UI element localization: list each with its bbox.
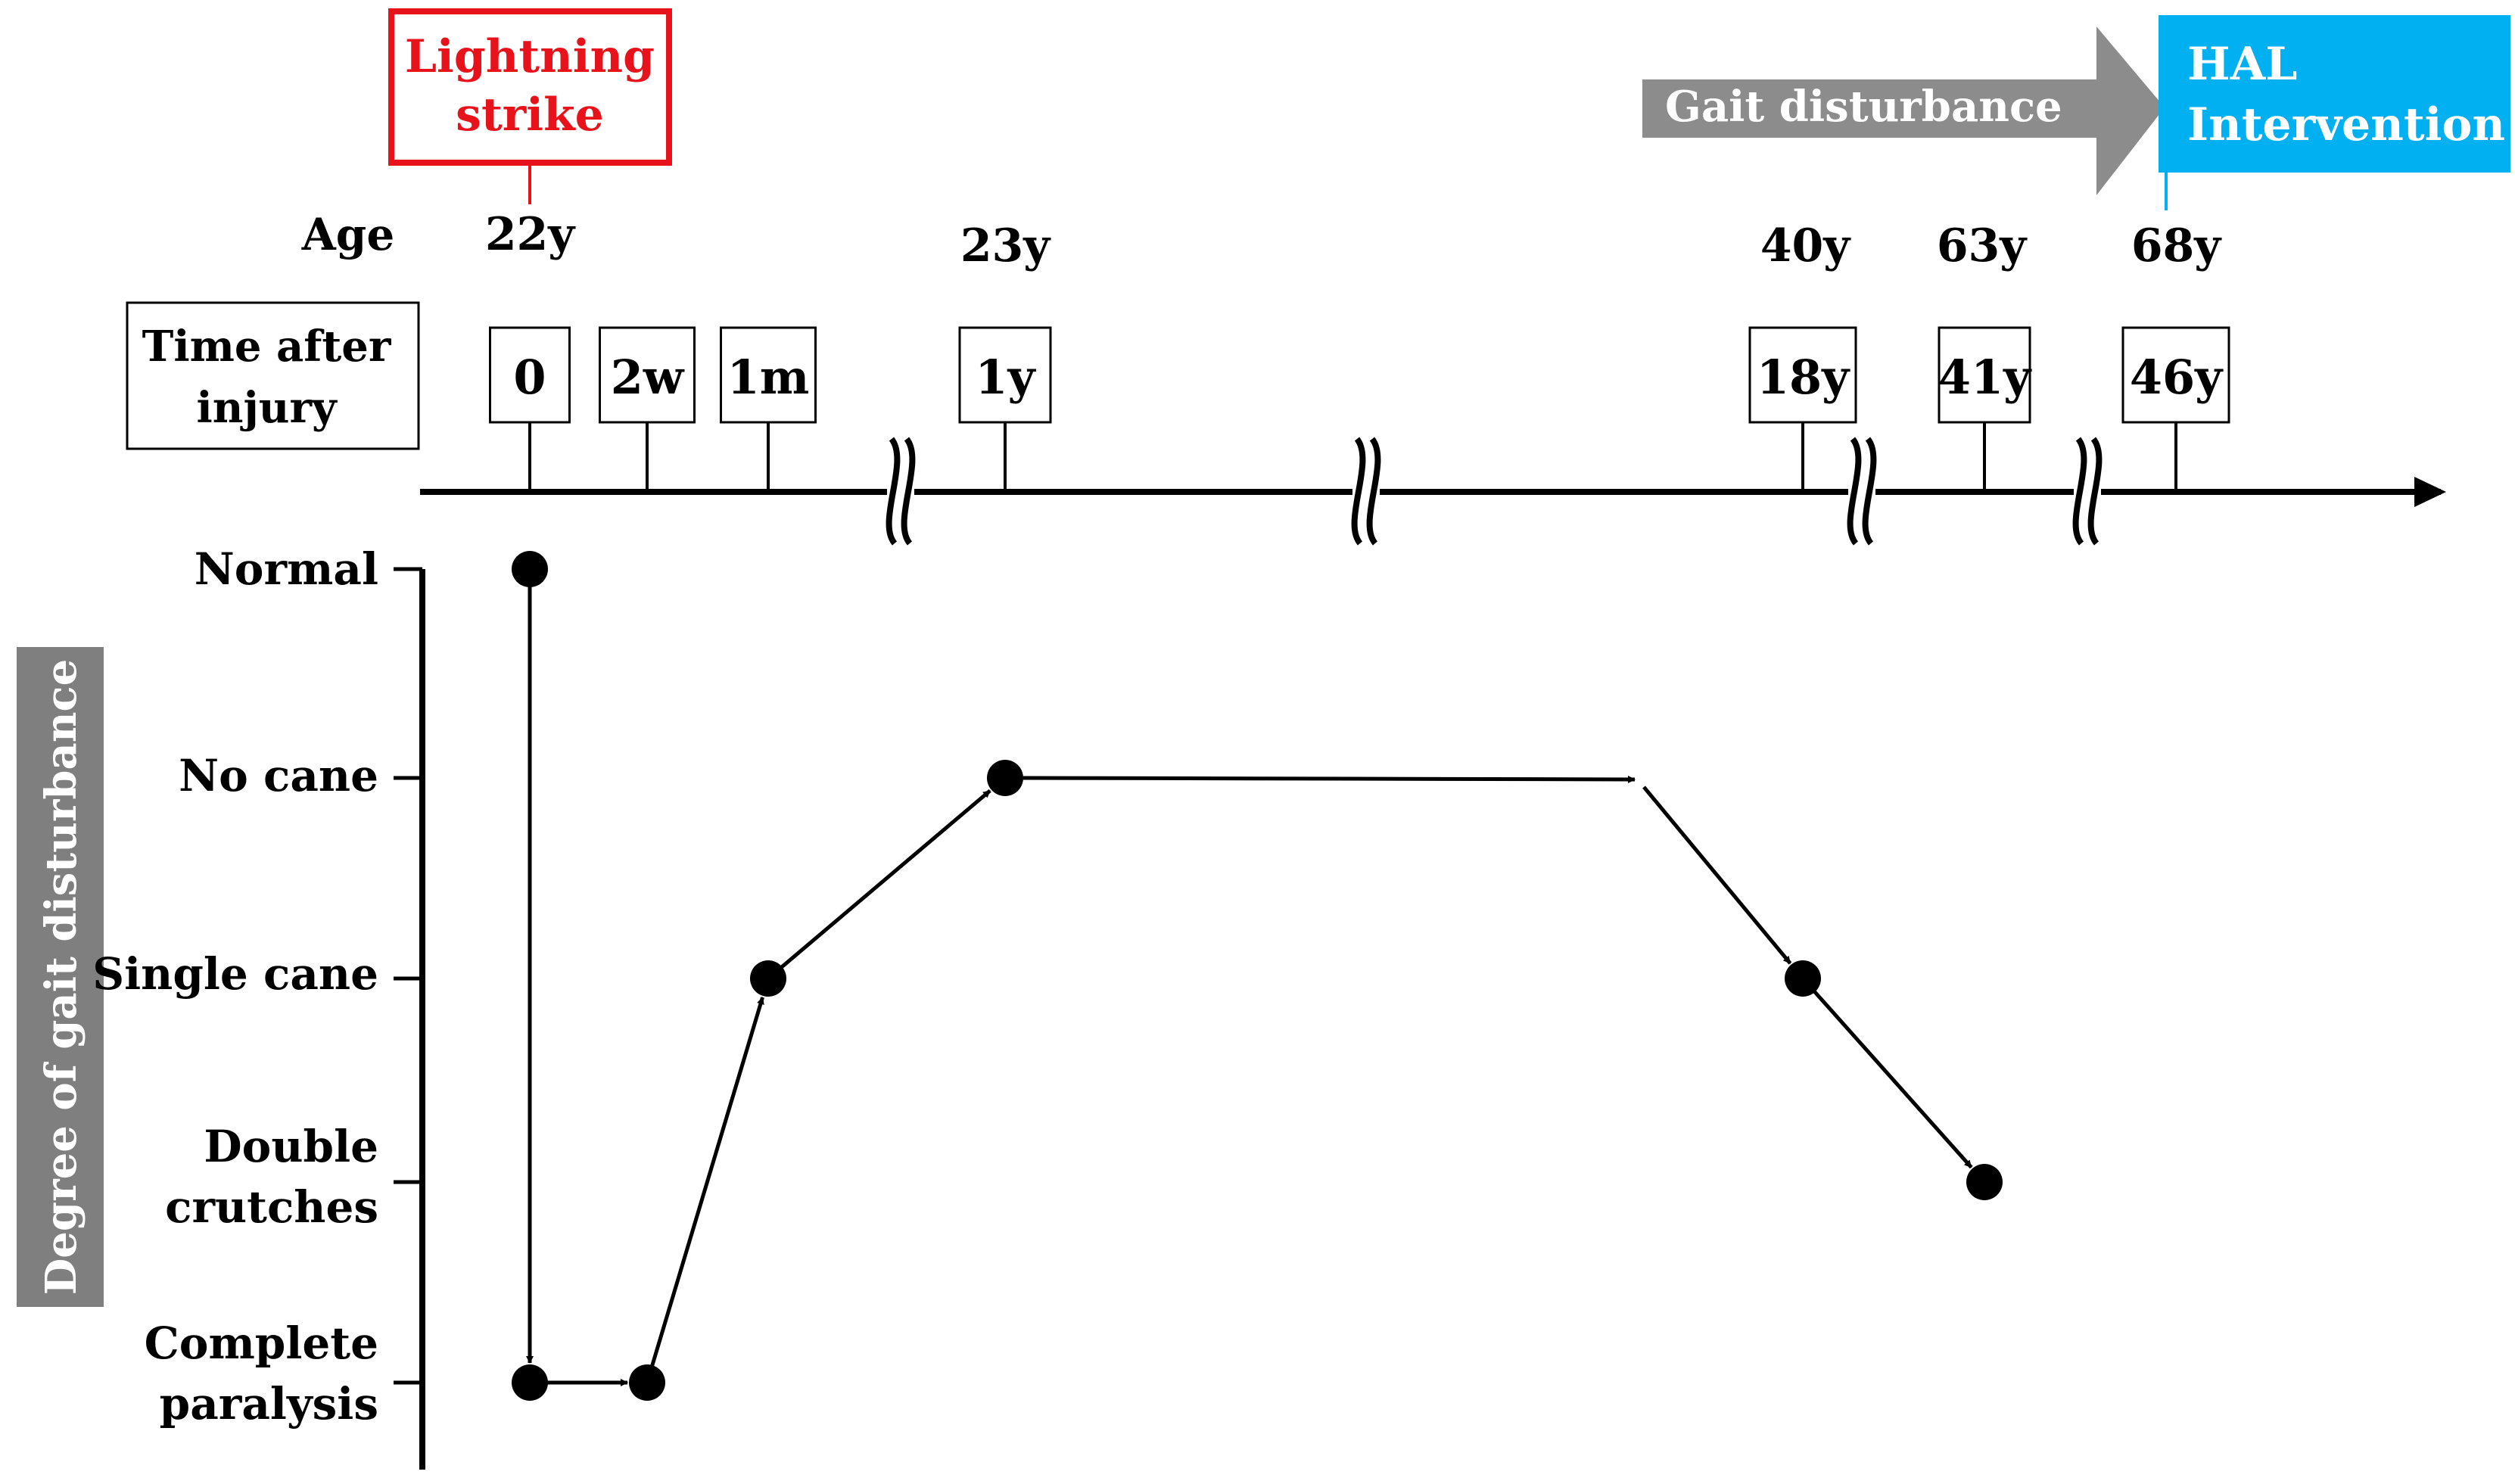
series-point — [629, 1364, 665, 1401]
series-segment — [648, 996, 764, 1373]
series-point — [750, 960, 786, 997]
hal-label-line1: HAL — [2187, 38, 2297, 91]
timepoint-0: 0 — [489, 326, 571, 492]
series-point — [512, 1364, 548, 1401]
series-segment — [1642, 786, 1792, 965]
y-level-label: crutches — [165, 1181, 378, 1233]
series-point — [1966, 1164, 2003, 1200]
timepoint-label: 2w — [611, 350, 685, 405]
timepoint-label: 18y — [1757, 350, 1850, 405]
axis-break-stroke — [886, 437, 901, 546]
age-row-label: Age — [301, 209, 394, 260]
timepoint-18y: 18y — [1748, 326, 1857, 492]
y-axis-title-band: Degree of gait disturbance — [17, 647, 104, 1307]
hal-intervention-event: HAL Intervention — [2159, 15, 2510, 210]
axis-break — [1351, 437, 1381, 546]
y-level-label: No cane — [179, 750, 378, 801]
axis-break-stroke — [2072, 437, 2087, 546]
age-label: 63y — [1937, 219, 2028, 272]
age-labels: 22y 23y 40y 63y 68y — [485, 208, 2222, 272]
axis-break-stroke — [2087, 437, 2103, 546]
axis-break-stroke — [1847, 437, 1862, 546]
y-level-label: Complete — [145, 1318, 378, 1369]
timepoint-box — [1748, 326, 1857, 424]
axis-break-stroke — [1862, 437, 1877, 546]
hal-label-line2: Intervention — [2187, 98, 2505, 151]
timepoint-41y: 41y — [1938, 326, 2032, 492]
lightning-strike-event: Lightning strike — [388, 8, 672, 204]
age-label: 40y — [1760, 219, 1851, 272]
timepoint-46y: 46y — [2121, 326, 2230, 492]
axis-break — [1847, 437, 1877, 546]
y-level-single-cane: Single cane — [92, 948, 422, 1000]
hal-intervention-box — [2159, 15, 2510, 173]
y-level-double-crutches: Double crutches — [165, 1121, 422, 1233]
series-point — [1785, 960, 1821, 997]
time-after-injury-line2: injury — [196, 383, 337, 433]
data-series — [512, 551, 2003, 1401]
lightning-strike-label-line1: Lightning — [405, 30, 655, 83]
timepoint-label: 41y — [1938, 350, 2032, 405]
time-axis — [420, 437, 2446, 546]
series-point — [987, 760, 1023, 796]
series-segment — [1808, 985, 1973, 1169]
timepoint-label: 1m — [727, 350, 810, 405]
y-level-normal: Normal — [195, 543, 422, 595]
y-level-complete-paralysis: Complete paralysis — [145, 1318, 422, 1430]
y-level-label: Normal — [195, 543, 378, 595]
axis-break — [2072, 437, 2103, 546]
axis-break — [886, 437, 916, 546]
gait-disturbance-arrow: Gait disturbance — [1642, 26, 2165, 195]
timepoint-label: 46y — [2130, 350, 2224, 405]
series-segment — [775, 789, 991, 973]
y-level-no-cane: No cane — [179, 750, 422, 801]
time-after-injury-box — [126, 301, 420, 450]
age-label: 68y — [2131, 219, 2222, 272]
timepoint-1y: 1y — [958, 326, 1052, 492]
axis-break-stroke — [901, 437, 916, 546]
timepoint-2w: 2w — [599, 326, 696, 492]
axis-break-stroke — [1351, 437, 1366, 546]
timepoint-label: 0 — [513, 350, 546, 405]
lightning-strike-label-line2: strike — [456, 89, 604, 142]
time-axis-arrowhead — [2414, 477, 2446, 507]
y-axis-title-background — [17, 647, 104, 1307]
series-point — [512, 551, 548, 587]
y-level-label: Double — [204, 1121, 378, 1172]
axis-breaks — [886, 437, 2103, 546]
lightning-strike-box — [388, 8, 672, 166]
series-segment — [1022, 775, 1636, 783]
age-label: 22y — [485, 208, 576, 261]
y-level-label: paralysis — [160, 1378, 378, 1430]
timepoint-label: 1y — [975, 350, 1036, 405]
time-after-injury-line1: Time after — [142, 322, 392, 372]
gait-disturbance-label: Gait disturbance — [1665, 82, 2062, 132]
y-level-label: Single cane — [92, 948, 378, 1000]
axis-break-stroke — [1366, 437, 1381, 546]
timepoint-boxes: 0 2w 1m 1y 18y 41y 46y — [489, 326, 2230, 492]
timepoint-box — [958, 326, 1052, 424]
y-axis-title: Degree of gait disturbance — [36, 659, 86, 1296]
timepoint-box — [599, 326, 696, 424]
timepoint-1m: 1m — [720, 326, 817, 492]
age-label: 23y — [960, 219, 1051, 272]
gait-disturbance-arrow-shape — [1642, 26, 2165, 195]
time-after-injury-label: Time after injury — [126, 301, 420, 450]
